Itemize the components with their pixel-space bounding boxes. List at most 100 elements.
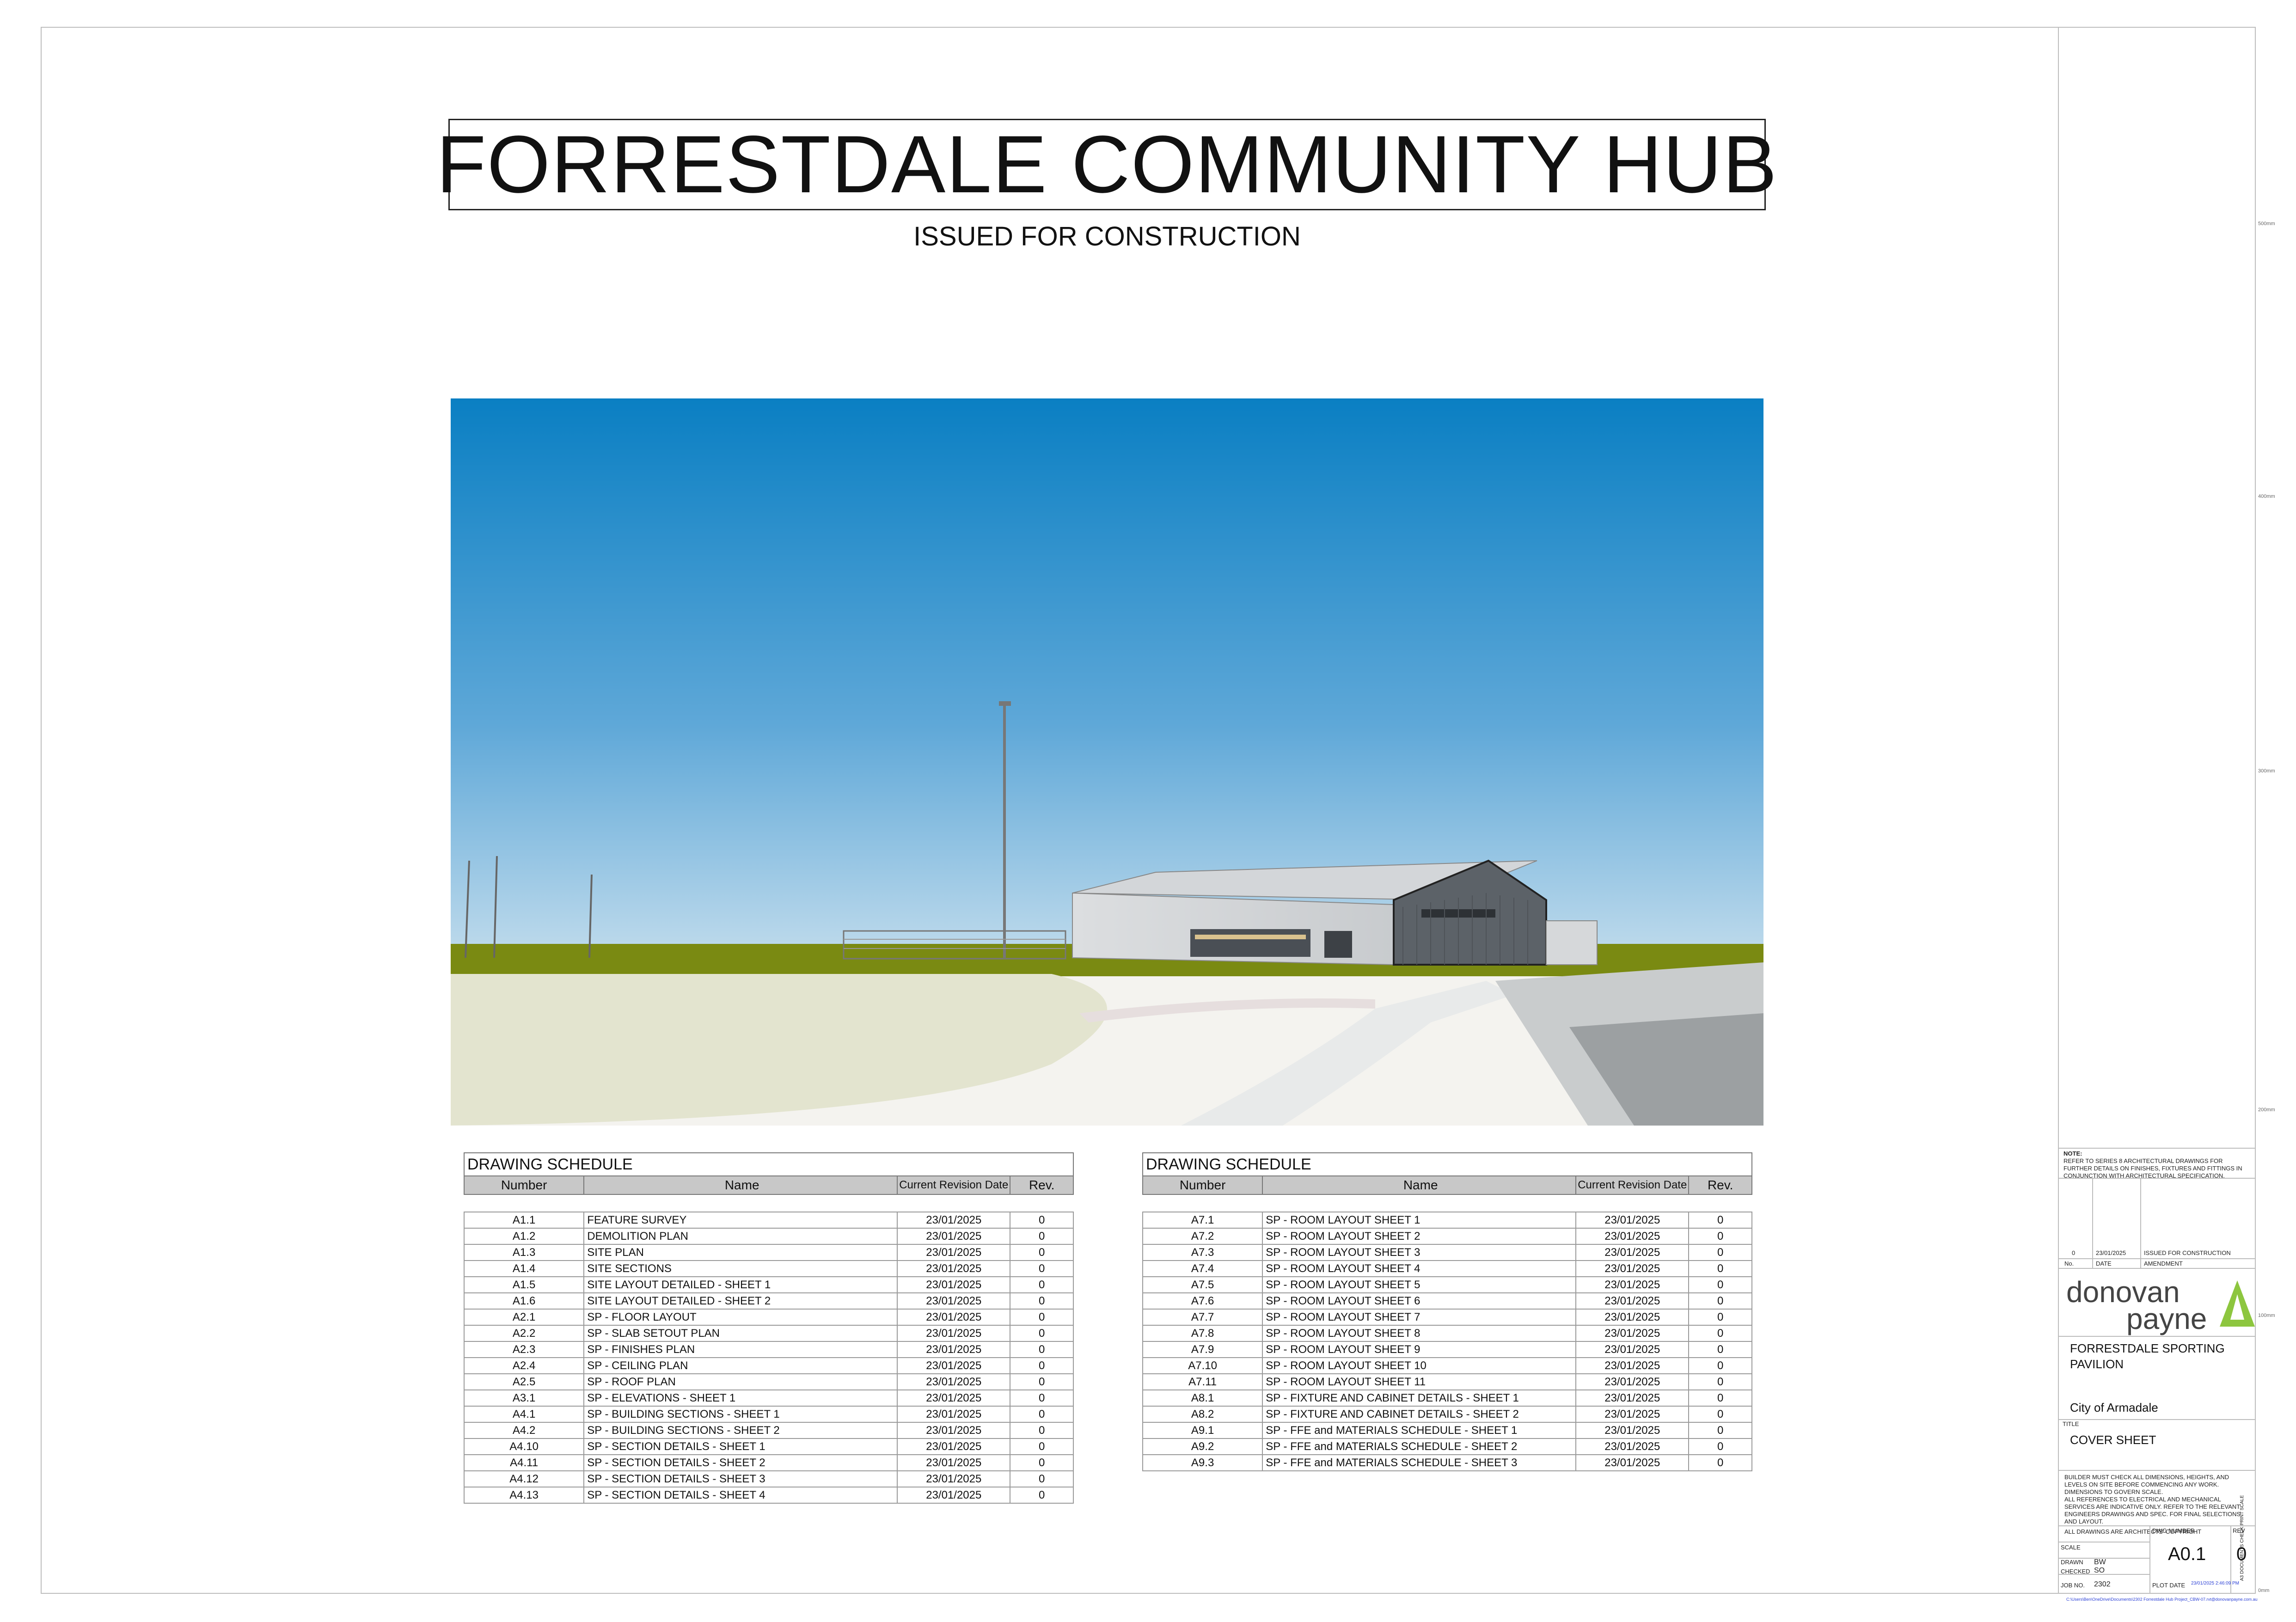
- sheet-name: SP - ROOM LAYOUT SHEET 10: [1263, 1358, 1577, 1373]
- logo-word-2: payne: [2126, 1302, 2207, 1335]
- revision-date: 23/01/2025: [898, 1326, 1011, 1341]
- revision: 0: [1717, 1327, 1724, 1340]
- building-render-illustration: [451, 398, 1763, 1126]
- sheet-number: A9.2: [1143, 1439, 1263, 1454]
- revision-date: 23/01/2025: [1576, 1212, 1690, 1228]
- revision-date: 23/01/2025: [1576, 1374, 1690, 1389]
- revision-date: 23/01/2025: [1576, 1229, 1690, 1244]
- revision-date: 23/01/2025: [898, 1423, 1011, 1438]
- revision: 0: [1717, 1311, 1724, 1323]
- revision-date: 23/01/2025: [898, 1439, 1011, 1454]
- sheet-number: A8.2: [1143, 1407, 1263, 1422]
- job-number: 2302: [2094, 1580, 2111, 1588]
- revision-date: 23/01/2025: [2096, 1249, 2126, 1256]
- sheet-number: A7.4: [1143, 1261, 1263, 1276]
- file-path: C:\Users\Ben\OneDrive\Documents\2302 For…: [2066, 1597, 2258, 1602]
- sheet-name: SP - ROOM LAYOUT SHEET 7: [1263, 1310, 1577, 1325]
- title-block-rule: [2058, 1258, 2256, 1259]
- dwg-number: A0.1: [2168, 1544, 2206, 1564]
- revision-date: 23/01/2025: [1576, 1261, 1690, 1276]
- revision: 0: [1717, 1424, 1724, 1437]
- general-notes: BUILDER MUST CHECK ALL DIMENSIONS, HEIGH…: [2058, 1474, 2256, 1536]
- company-logo: donovan payne: [2066, 1277, 2255, 1335]
- sheet-number: A2.2: [465, 1326, 585, 1341]
- schedule-title: DRAWING SCHEDULE: [464, 1152, 1074, 1175]
- copyright-note: ALL DRAWINGS ARE ARCHITECTS' COPYRIGHT: [2064, 1528, 2202, 1535]
- sheet-number: A1.3: [465, 1245, 585, 1260]
- scale-mark: 200mm: [2258, 1107, 2275, 1113]
- page-title: FORRESTDALE COMMUNITY HUB: [436, 119, 1778, 210]
- revision: 0: [1039, 1214, 1045, 1226]
- revision-date: 23/01/2025: [898, 1407, 1011, 1422]
- dwg-number-label: DWG NUMBER: [2152, 1527, 2195, 1534]
- revision-date: 23/01/2025: [898, 1245, 1011, 1260]
- revision: 0: [1039, 1279, 1045, 1291]
- revision: 0: [1717, 1214, 1724, 1226]
- revision: 0: [1039, 1408, 1045, 1420]
- dwg-rev: 0: [2236, 1544, 2247, 1564]
- sheet-number: A7.2: [1143, 1229, 1263, 1244]
- revision: 0: [1039, 1489, 1045, 1501]
- revision: 0: [1717, 1262, 1724, 1275]
- revision-date: 23/01/2025: [898, 1358, 1011, 1373]
- revision-date: 23/01/2025: [898, 1277, 1011, 1292]
- revision: 0: [1039, 1327, 1045, 1340]
- revision: 0: [1039, 1230, 1045, 1243]
- revision-amendment: ISSUED FOR CONSTRUCTION: [2144, 1249, 2231, 1256]
- project-name: FORRESTDALE SPORTING PAVILION: [2058, 1340, 2256, 1372]
- sheet-number: A7.10: [1143, 1358, 1263, 1373]
- sheet-name: SP - ROOM LAYOUT SHEET 2: [1263, 1229, 1577, 1244]
- title-block-rule: [2058, 1178, 2256, 1179]
- sheet-number: A1.5: [465, 1277, 585, 1292]
- sheet-name: SP - ELEVATIONS - SHEET 1: [584, 1390, 898, 1406]
- sheet-name: SP - FLOOR LAYOUT: [584, 1310, 898, 1325]
- sheet-border: [41, 27, 2256, 1594]
- general-note: ALL REFERENCES TO ELECTRICAL AND MECHANI…: [2064, 1496, 2241, 1525]
- sheet-number: A1.6: [465, 1293, 585, 1309]
- scale-mark: 500mm: [2258, 221, 2275, 226]
- sheet-name: SITE PLAN: [584, 1245, 898, 1260]
- scale-mark: 300mm: [2258, 768, 2275, 774]
- revision: 0: [1039, 1440, 1045, 1453]
- note-label: NOTE:: [2063, 1150, 2082, 1157]
- revision: 0: [1039, 1473, 1045, 1485]
- revision-date: 23/01/2025: [1576, 1439, 1690, 1454]
- header-number: Number: [1143, 1176, 1263, 1194]
- revision-date: 23/01/2025: [1576, 1423, 1690, 1438]
- sheet-name: FEATURE SURVEY: [584, 1212, 898, 1228]
- revision: 0: [1039, 1246, 1045, 1259]
- revision-date: 23/01/2025: [1576, 1455, 1690, 1470]
- sheet-name: SP - FFE and MATERIALS SCHEDULE - SHEET …: [1263, 1439, 1577, 1454]
- revision-date: 23/01/2025: [898, 1390, 1011, 1406]
- revision: 0: [1039, 1457, 1045, 1469]
- title-block-note: NOTE: REFER TO SERIES 8 ARCHITECTURAL DR…: [2058, 1150, 2256, 1180]
- sheet-name: SP - ROOM LAYOUT SHEET 3: [1263, 1245, 1577, 1260]
- revision-date: 23/01/2025: [898, 1342, 1011, 1357]
- sheet-number: A4.10: [465, 1439, 585, 1454]
- sheet-number: A7.3: [1143, 1245, 1263, 1260]
- sheet-name: SP - ROOM LAYOUT SHEET 6: [1263, 1293, 1577, 1309]
- sheet-number: A2.5: [465, 1374, 585, 1389]
- sheet-name: SITE LAYOUT DETAILED - SHEET 1: [584, 1277, 898, 1292]
- title-block-rule: [2058, 1574, 2149, 1575]
- plot-date-label: PLOT DATE: [2152, 1582, 2186, 1589]
- sheet-name: SP - BUILDING SECTIONS - SHEET 1: [584, 1407, 898, 1422]
- title-block-rule: [2058, 1148, 2256, 1149]
- sheet-title: COVER SHEET: [2070, 1433, 2156, 1447]
- revision-header-no: No.: [2064, 1260, 2074, 1267]
- title-block-rule: [2058, 1558, 2149, 1559]
